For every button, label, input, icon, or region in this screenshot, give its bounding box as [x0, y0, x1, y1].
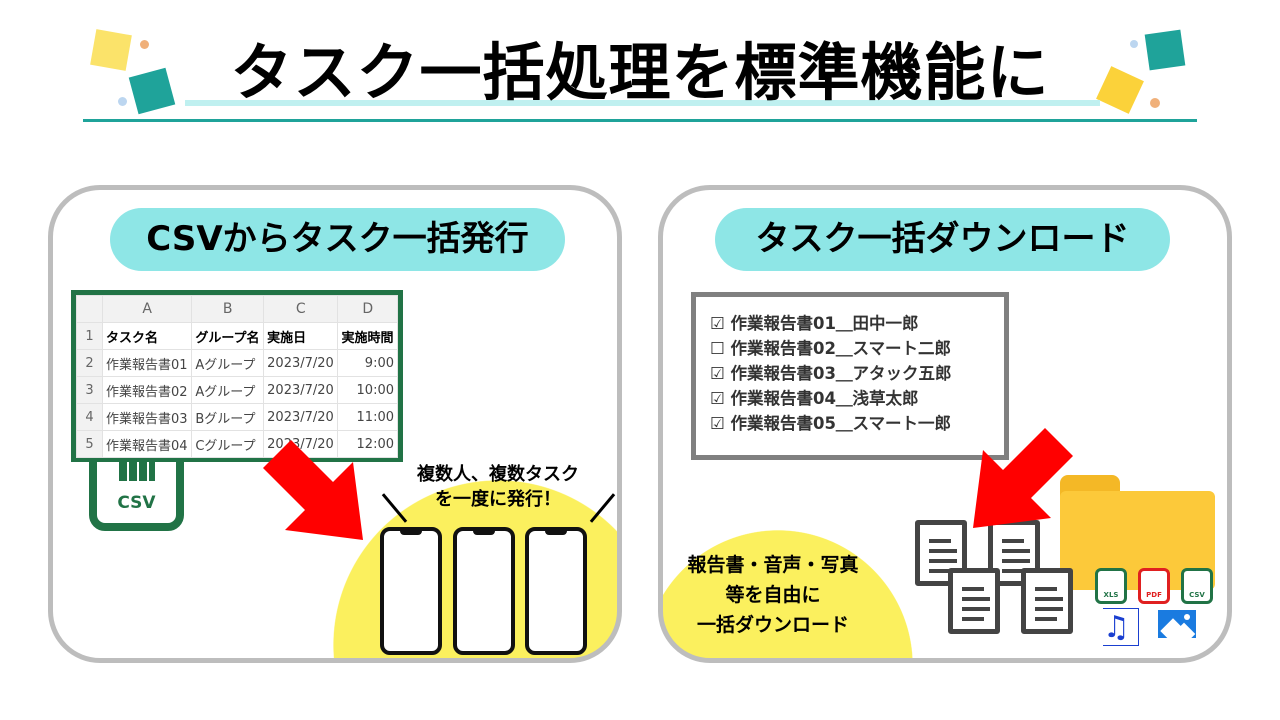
image-file-icon	[1158, 610, 1196, 638]
cell: 10:00	[337, 376, 398, 404]
column-header: D	[337, 295, 398, 323]
cell: 作業報告書04	[101, 430, 193, 458]
panel-heading: タスク一括ダウンロード	[715, 208, 1170, 271]
callout-line: 報告書・音声・写真	[687, 554, 859, 576]
panel-heading: CSVからタスク一括発行	[110, 208, 565, 271]
checklist-item[interactable]: ☑ 作業報告書01＿田中一郎	[710, 311, 990, 336]
callout-line: 等を自由に	[725, 584, 821, 606]
deco-dot	[140, 40, 149, 49]
checklist-item[interactable]: ☑ 作業報告書05＿スマート一郎	[710, 411, 990, 436]
checklist-label: 作業報告書01＿田中一郎	[730, 314, 919, 333]
row-number: 3	[76, 376, 103, 404]
cell: Aグループ	[191, 349, 265, 377]
document-icon	[948, 568, 1000, 634]
row-number: 2	[76, 349, 103, 377]
checkbox-icon[interactable]: ☑	[710, 314, 725, 333]
callout-text: 報告書・音声・写真 等を自由に 一括ダウンロード	[668, 550, 878, 640]
callout-line: 一括ダウンロード	[696, 614, 849, 636]
cell: Bグループ	[191, 403, 265, 431]
cell: タスク名	[101, 322, 193, 350]
red-arrow-icon	[263, 440, 363, 540]
checklist-label: 作業報告書05＿スマート一郎	[730, 414, 952, 433]
document-icon	[1021, 568, 1073, 634]
callout-text: 複数人、複数タスク を一度に発行！	[403, 462, 593, 512]
checkbox-icon[interactable]: ☐	[710, 339, 725, 358]
checklist-label: 作業報告書04＿浅草太郎	[730, 389, 919, 408]
checklist-item[interactable]: ☐ 作業報告書02＿スマート二郎	[710, 336, 990, 361]
checklist-item[interactable]: ☑ 作業報告書04＿浅草太郎	[710, 386, 990, 411]
checklist-label: 作業報告書03＿アタック五郎	[730, 364, 952, 383]
smartphone-icon	[453, 527, 515, 655]
row-number: 4	[76, 403, 103, 431]
page-title: タスク一括処理を標準機能に	[230, 36, 1050, 109]
column-header: C	[263, 295, 339, 323]
cell: グループ名	[191, 322, 265, 350]
deco-dot	[1150, 98, 1160, 108]
callout-line: を一度に発行！	[435, 489, 561, 510]
title-underline-teal	[83, 119, 1197, 122]
cell: 2023/7/20	[263, 403, 339, 431]
checklist-label: 作業報告書02＿スマート二郎	[730, 339, 952, 358]
deco-dot	[1130, 40, 1138, 48]
cell: Cグループ	[191, 430, 265, 458]
bulk-download-panel: タスク一括ダウンロード ☑ 作業報告書01＿田中一郎 ☐ 作業報告書02＿スマー…	[658, 185, 1232, 663]
xls-file-icon: XLS	[1095, 568, 1127, 604]
checklist-item[interactable]: ☑ 作業報告書03＿アタック五郎	[710, 361, 990, 386]
cell: 12:00	[337, 430, 398, 458]
checkbox-icon[interactable]: ☑	[710, 389, 725, 408]
download-checklist: ☑ 作業報告書01＿田中一郎 ☐ 作業報告書02＿スマート二郎 ☑ 作業報告書0…	[691, 292, 1009, 460]
checkbox-icon[interactable]: ☑	[710, 414, 725, 433]
smartphone-icon	[525, 527, 587, 655]
cell: 9:00	[337, 349, 398, 377]
cell: 11:00	[337, 403, 398, 431]
csv-icon-label: CSV	[117, 493, 156, 513]
callout-line: 複数人、複数タスク	[417, 464, 579, 485]
deco-dot	[118, 97, 127, 106]
pdf-file-icon: PDF	[1138, 568, 1170, 604]
row-number: 5	[76, 430, 103, 458]
title-underline-light	[185, 100, 1100, 106]
cell: 作業報告書03	[101, 403, 193, 431]
cell: Aグループ	[191, 376, 265, 404]
column-header: A	[101, 295, 193, 323]
cell: 2023/7/20	[263, 349, 339, 377]
csv-file-icon: CSV	[1181, 568, 1213, 604]
cell: 作業報告書02	[101, 376, 193, 404]
music-file-icon: ♫	[1103, 608, 1139, 646]
cell: 2023/7/20	[263, 376, 339, 404]
red-arrow-icon	[973, 428, 1073, 528]
checkbox-icon[interactable]: ☑	[710, 364, 725, 383]
cell: 実施日	[263, 322, 339, 350]
column-header: B	[191, 295, 265, 323]
cell: 実施時間	[337, 322, 398, 350]
smartphone-icon	[380, 527, 442, 655]
callout-slash	[589, 493, 616, 523]
row-number: 1	[76, 322, 103, 350]
cell: 作業報告書01	[101, 349, 193, 377]
corner-cell	[76, 295, 103, 323]
